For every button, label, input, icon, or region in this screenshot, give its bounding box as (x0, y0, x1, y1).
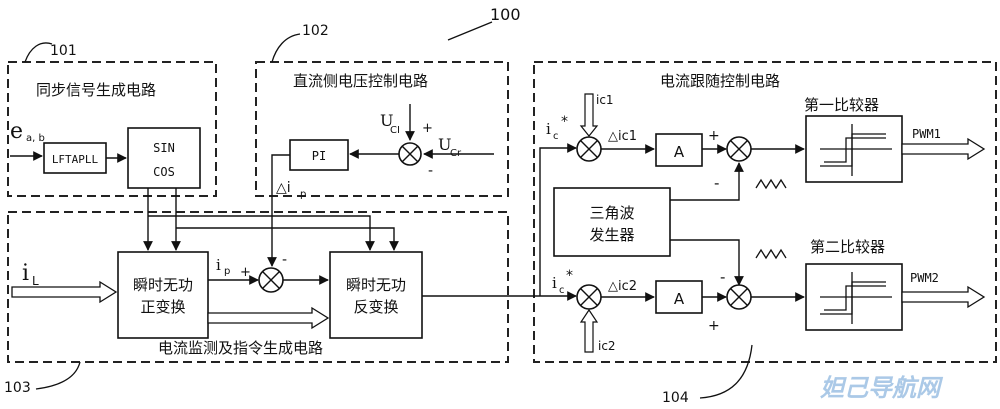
arrow-pwm2-out (901, 285, 986, 309)
label-delta-ip: △i (276, 180, 291, 196)
amp-a1-block (655, 133, 703, 167)
fwd-transform-label-2: 正变换 (140, 298, 185, 316)
title-sync: 同步信号生成电路 (36, 81, 156, 99)
label-ucr: U (438, 135, 451, 154)
amp-a2-block (655, 280, 703, 314)
watermark: 妲己导航网 (820, 374, 944, 402)
sum-junction-1 (576, 136, 602, 162)
label-e-sub: a, b (26, 133, 45, 144)
comp1-title: 第一比较器 (804, 96, 879, 114)
ref-overall-leader (447, 21, 493, 41)
fwd-transform-block (117, 251, 209, 339)
wire-pi-out (267, 154, 290, 267)
triangle-wave-icon-2 (755, 248, 787, 260)
comparator-1-icon (820, 124, 892, 176)
sincos-block (127, 127, 201, 189)
ref-sync-leader (24, 42, 53, 63)
sum-c2-plus: + (708, 318, 720, 334)
arrow-fwd-to-inv (207, 306, 330, 330)
ref-follow-leader (699, 344, 753, 399)
triangle-generator-label-1: 三角波 (589, 204, 634, 222)
ref-detect: 103 (4, 380, 31, 396)
sum-dc-plus: + (422, 121, 433, 136)
label-ic-star1-mark: * (561, 114, 568, 130)
title-follow: 电流跟随控制电路 (660, 72, 780, 90)
sum-junction-ip (258, 267, 284, 293)
sync-region (7, 61, 217, 197)
lftapll-block (43, 142, 107, 174)
inv-transform-label-2: 反变换 (353, 298, 398, 316)
amp-a2-label: A (674, 290, 685, 308)
triangle-generator-label-2: 发生器 (589, 226, 634, 244)
wire-cos-to-inv (176, 227, 399, 251)
inv-transform-label-1: 瞬时无功 (346, 276, 406, 294)
label-il: i (22, 261, 29, 286)
title-dc: 直流侧电压控制电路 (293, 72, 428, 90)
label-ip-sub: p (224, 266, 230, 277)
wire-tri-to-c2 (670, 239, 744, 286)
amp-a1-label: A (674, 143, 685, 161)
sum-junction-c1 (726, 136, 752, 162)
label-ic-star2-mark: * (566, 268, 573, 284)
lftapll-label: LFTAPLL (52, 153, 99, 166)
fwd-transform-label-1: 瞬时无功 (133, 276, 193, 294)
sin-label: SIN (153, 141, 175, 155)
sum-c2-minus: - (720, 268, 725, 286)
arrow-pwm1-out (901, 137, 986, 161)
sum-junction-dc (398, 142, 422, 166)
arrow-ic2-in (579, 308, 599, 353)
comparator-2-icon (820, 272, 892, 324)
sum-junction-2 (576, 284, 602, 310)
dc-region (255, 61, 509, 197)
label-dic2: △ic2 (608, 279, 637, 294)
ref-detect-leader (35, 361, 81, 390)
cos-label: COS (153, 165, 175, 179)
label-ic-star2: i (552, 274, 557, 292)
sum-ip-minus: - (282, 252, 287, 268)
follow-region (533, 61, 997, 363)
triangle-generator-block (553, 187, 671, 257)
ref-dc: 102 (302, 23, 329, 39)
ref-sync: 101 (50, 43, 77, 59)
detect-region (7, 211, 509, 363)
sum-dc-minus: - (428, 163, 433, 179)
label-uci-sub: CI (390, 125, 400, 136)
label-uci: U (380, 111, 393, 130)
label-ic1: ic1 (596, 93, 614, 107)
sum-c1-plus: + (708, 128, 720, 144)
label-delta-ip-sub: p (300, 189, 306, 200)
comp2-title: 第二比较器 (810, 238, 885, 256)
label-il-sub: L (32, 274, 39, 288)
triangle-wave-icon-1 (755, 178, 787, 190)
label-ic2: ic2 (598, 339, 616, 353)
ref-dc-leader (271, 33, 301, 63)
ref-follow: 104 (662, 390, 689, 406)
arrow-ic1-in (579, 93, 599, 137)
ref-overall: 100 (490, 5, 521, 24)
label-pwm2: PWM2 (910, 271, 939, 285)
arrow-il-in (11, 280, 118, 304)
label-ic-star1-sub: c (553, 131, 559, 142)
label-dic1: △ic1 (608, 129, 637, 144)
sum-ip-plus: + (240, 265, 251, 280)
label-e: e (10, 119, 23, 144)
sum-junction-c2 (726, 284, 752, 310)
wire-ic-star1 (539, 143, 577, 296)
label-ip: i (216, 256, 221, 274)
inv-transform-block (329, 251, 423, 339)
label-ic-star1: i (546, 120, 551, 138)
title-detect: 电流监测及指令生成电路 (158, 339, 323, 357)
wire-sin-to-inv (148, 215, 375, 251)
pi-label: PI (312, 149, 326, 163)
wire-tri-to-c1 (670, 162, 744, 201)
label-pwm1: PWM1 (912, 127, 941, 141)
pi-block (289, 139, 349, 171)
label-ic-star2-sub: c (559, 285, 565, 296)
sum-c1-minus: - (714, 174, 719, 192)
